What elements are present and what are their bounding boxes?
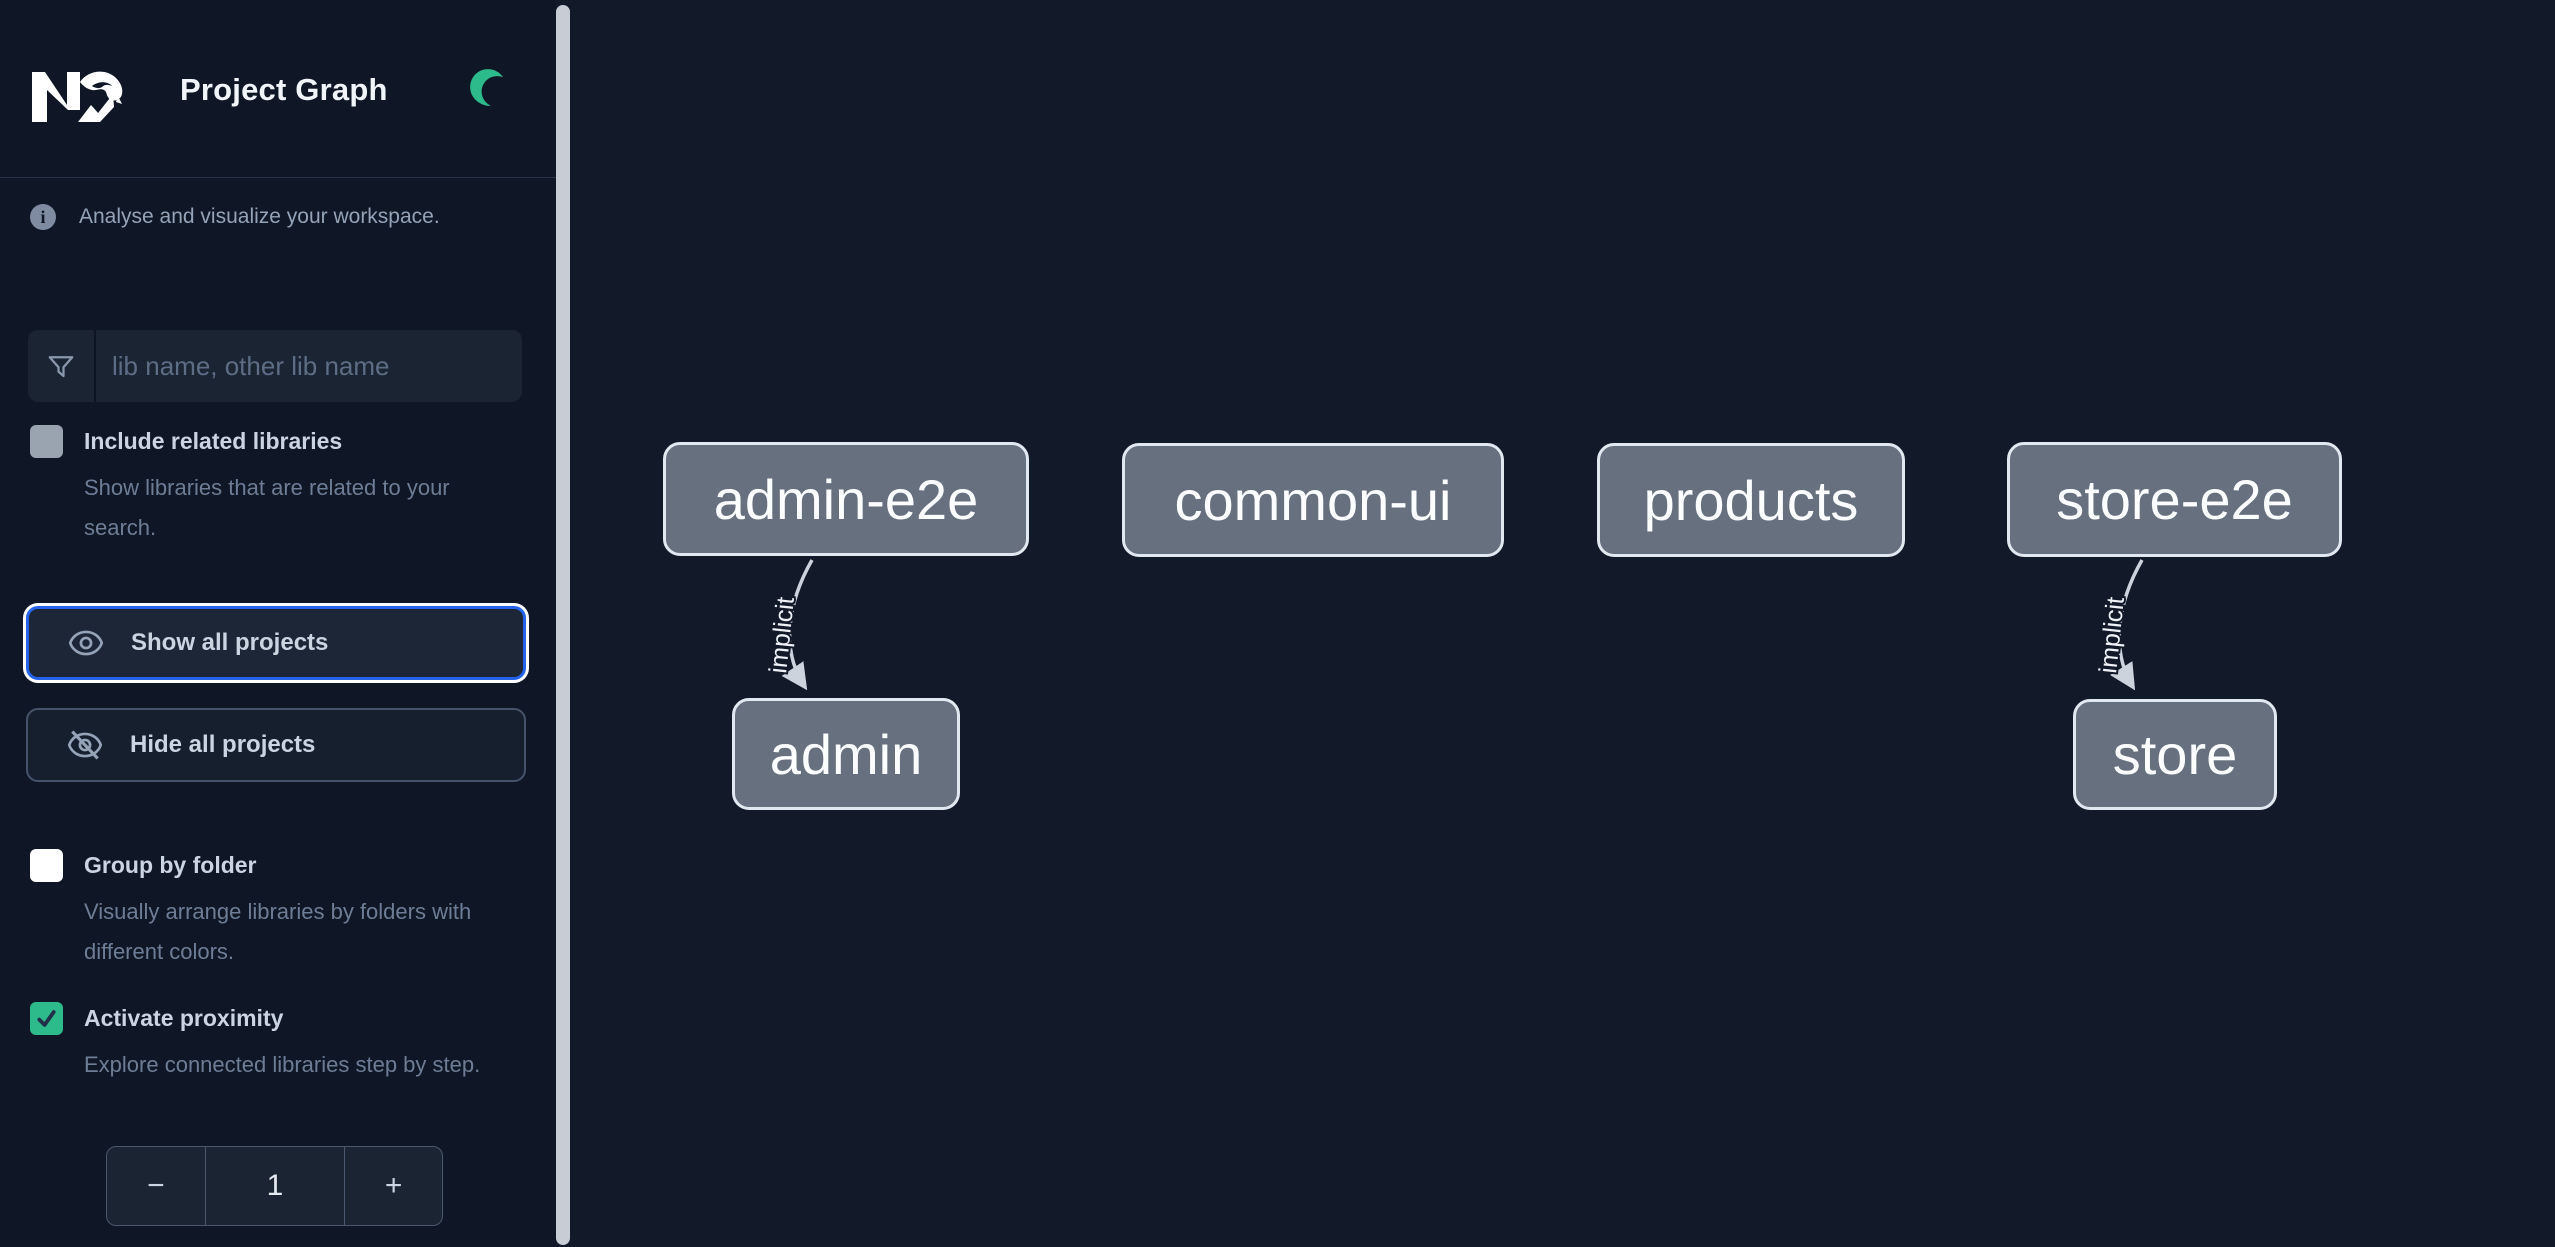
option-description: Show libraries that are related to your … bbox=[84, 475, 450, 540]
workspace-info: i Analyse and visualize your workspace. bbox=[30, 204, 530, 230]
option-group-by-folder: Group by folder Visually arrange librari… bbox=[30, 849, 530, 972]
option-description: Explore connected libraries step by step… bbox=[84, 1052, 481, 1077]
activate-proximity-checkbox[interactable] bbox=[30, 1002, 63, 1035]
eye-slash-icon bbox=[67, 730, 103, 760]
hide-all-projects-button[interactable]: Hide all projects bbox=[26, 708, 526, 782]
option-label[interactable]: Include related libraries bbox=[84, 428, 343, 454]
sidebar: Project Graph i Analyse and visualize yo… bbox=[0, 0, 556, 1247]
group-by-folder-checkbox[interactable] bbox=[30, 849, 63, 882]
option-label[interactable]: Activate proximity bbox=[84, 1005, 284, 1031]
edge-admin-e2e-to-admin: implicit bbox=[762, 559, 814, 691]
eye-icon bbox=[68, 630, 104, 656]
graph-node-admin[interactable]: admin bbox=[732, 698, 960, 810]
edge-label: implicit bbox=[2094, 596, 2130, 675]
page-title: Project Graph bbox=[180, 72, 388, 107]
decrement-button[interactable]: − bbox=[107, 1147, 206, 1225]
moon-icon bbox=[470, 69, 504, 106]
sidebar-header: Project Graph bbox=[0, 0, 556, 178]
graph-canvas[interactable]: implicit implicit admin-e2e common-ui pr… bbox=[570, 0, 2555, 1247]
nx-logo bbox=[32, 71, 123, 122]
button-label: Show all projects bbox=[131, 629, 329, 656]
option-description: Visually arrange libraries by folders wi… bbox=[84, 899, 472, 964]
checkmark-icon bbox=[37, 1010, 56, 1027]
theme-toggle-button[interactable] bbox=[468, 68, 508, 108]
graph-node-common-ui[interactable]: common-ui bbox=[1122, 443, 1504, 557]
info-icon: i bbox=[30, 204, 56, 230]
option-label[interactable]: Group by folder bbox=[84, 852, 257, 878]
option-include-related-libraries: Include related libraries Show libraries… bbox=[30, 425, 530, 548]
proximity-depth-stepper: − 1 + bbox=[106, 1146, 443, 1226]
graph-node-store[interactable]: store bbox=[2073, 699, 2277, 810]
proximity-depth-value: 1 bbox=[266, 1169, 284, 1202]
info-text: Analyse and visualize your workspace. bbox=[79, 205, 440, 228]
button-label: Hide all projects bbox=[130, 731, 316, 758]
filter-funnel-icon bbox=[28, 330, 96, 402]
edge-store-e2e-to-store: implicit bbox=[2092, 559, 2144, 691]
edge-label: implicit bbox=[764, 596, 800, 675]
graph-node-store-e2e[interactable]: store-e2e bbox=[2007, 442, 2342, 557]
graph-node-admin-e2e[interactable]: admin-e2e bbox=[663, 442, 1029, 556]
increment-button[interactable]: + bbox=[344, 1147, 442, 1225]
show-all-projects-button[interactable]: Show all projects bbox=[26, 606, 526, 680]
search-input[interactable] bbox=[96, 330, 522, 402]
search-box bbox=[28, 330, 522, 402]
option-activate-proximity: Activate proximity Explore connected lib… bbox=[30, 1002, 530, 1085]
graph-node-products[interactable]: products bbox=[1597, 443, 1905, 557]
sidebar-resizer-handle[interactable] bbox=[556, 5, 570, 1245]
include-related-checkbox[interactable] bbox=[30, 425, 63, 458]
